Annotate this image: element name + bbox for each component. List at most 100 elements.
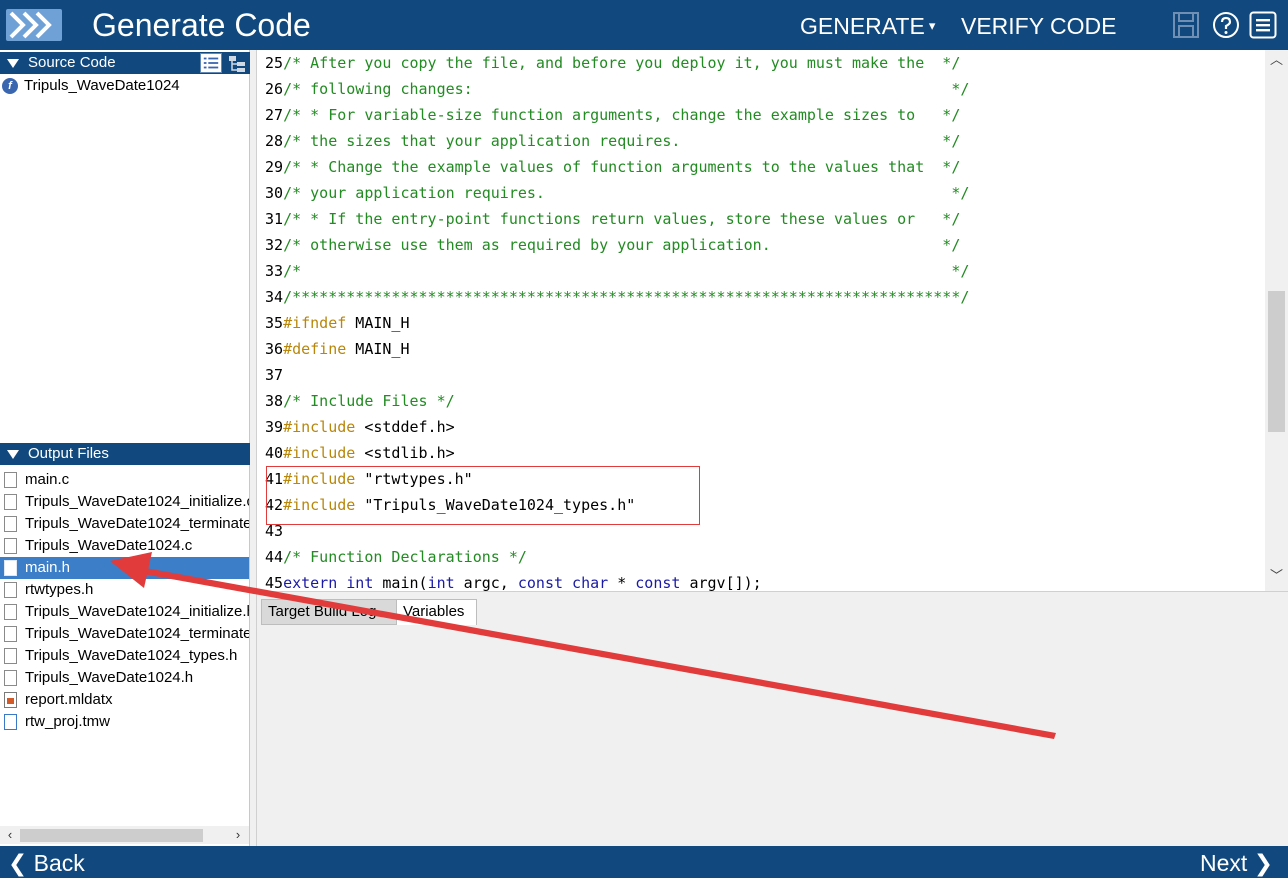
code-line: 27/* * For variable-size function argume… [265, 102, 960, 128]
code-line: 40#include <stdlib.h> [265, 440, 455, 466]
line-number: 45 [265, 574, 284, 591]
tab-variables[interactable]: Variables [396, 599, 477, 625]
line-number: 27 [265, 106, 284, 124]
line-number: 30 [265, 184, 284, 202]
file-item[interactable]: Tripuls_WaveDate1024.c [0, 535, 249, 557]
file-icon [4, 472, 17, 488]
code-line: 32/* otherwise use them as required by y… [265, 232, 960, 258]
file-icon [4, 494, 17, 510]
file-browser-panel: Source Code f Tripuls_WaveDate1024 Outpu… [0, 50, 250, 846]
line-number: 44 [265, 548, 284, 566]
generate-button[interactable]: GENERATE▾ [800, 12, 935, 40]
back-button[interactable]: ❮ Back [8, 849, 85, 877]
file-item-label: main.h [25, 559, 71, 576]
file-item[interactable]: Tripuls_WaveDate1024_initialize.h [0, 601, 249, 623]
back-label: Back [33, 850, 85, 876]
file-icon [4, 582, 17, 598]
help-icon[interactable] [1212, 11, 1240, 39]
file-icon [4, 516, 17, 532]
line-number: 40 [265, 444, 284, 462]
scroll-up-icon[interactable]: ︿ [1269, 52, 1283, 67]
code-line: 30/* your application requires. */ [265, 180, 969, 206]
collapse-triangle-icon [7, 59, 19, 68]
vertical-scrollbar[interactable]: ︿ ﹀ [1265, 50, 1288, 591]
file-item-label: main.c [25, 471, 70, 488]
file-icon [4, 538, 17, 554]
file-item[interactable]: main.c [0, 469, 249, 491]
code-token: #include [283, 444, 356, 462]
source-file-item[interactable]: f Tripuls_WaveDate1024 [0, 76, 249, 96]
code-token: extern int [283, 574, 374, 591]
file-item[interactable]: Tripuls_WaveDate1024_types.h [0, 645, 249, 667]
file-item[interactable]: main.h [0, 557, 249, 579]
next-button[interactable]: Next ❯ [1200, 849, 1273, 877]
code-line: 37 [265, 362, 283, 388]
code-token: <stddef.h> [355, 418, 455, 436]
horizontal-scrollbar[interactable]: ‹ › [0, 826, 249, 844]
vertical-scroll-thumb[interactable] [1268, 291, 1285, 432]
file-item-label: Tripuls_WaveDate1024_initialize.c [25, 493, 249, 510]
collapse-triangle-icon [7, 450, 19, 459]
code-line: 44/* Function Declarations */ [265, 544, 527, 570]
code-token: MAIN_H [346, 314, 410, 332]
code-token: /* Function Declarations */ [283, 548, 527, 566]
mldatx-icon [4, 692, 17, 708]
tmw-icon [4, 714, 17, 730]
code-line: 42#include "Tripuls_WaveDate1024_types.h… [265, 492, 635, 518]
line-number: 29 [265, 158, 284, 176]
code-token: "rtwtypes.h" [355, 470, 473, 488]
file-item-label: Tripuls_WaveDate1024_terminate.c [25, 515, 249, 532]
code-viewer[interactable]: 25/* After you copy the file, and before… [256, 50, 1288, 591]
code-token: * [608, 574, 636, 591]
next-label: Next [1200, 850, 1248, 876]
output-files-header[interactable]: Output Files [0, 443, 250, 465]
list-view-icon[interactable] [200, 53, 222, 73]
line-number: 36 [265, 340, 284, 358]
line-number: 42 [265, 496, 284, 514]
scroll-right-icon[interactable]: › [235, 827, 241, 842]
file-item-label: report.mldatx [25, 691, 113, 708]
tree-view-icon[interactable] [226, 53, 248, 73]
code-line: 29/* * Change the example values of func… [265, 154, 960, 180]
line-number: 32 [265, 236, 284, 254]
file-item[interactable]: rtwtypes.h [0, 579, 249, 601]
line-number: 35 [265, 314, 284, 332]
line-number: 41 [265, 470, 284, 488]
chevron-right-icon: ❯ [1253, 850, 1273, 876]
source-code-header-label: Source Code [28, 54, 116, 71]
verify-code-button[interactable]: VERIFY CODE [961, 13, 1117, 39]
tab-target-build-log[interactable]: Target Build Log [261, 599, 397, 625]
menu-icon[interactable] [1249, 11, 1277, 39]
file-icon [4, 648, 17, 664]
code-token: /* * If the entry-point functions return… [283, 210, 961, 228]
chevron-down-icon: ▾ [928, 18, 936, 33]
scroll-left-icon[interactable]: ‹ [7, 827, 13, 842]
code-token: /* * Change the example values of functi… [283, 158, 961, 176]
scroll-down-icon[interactable]: ﹀ [1269, 568, 1283, 583]
file-item[interactable]: Tripuls_WaveDate1024.h [0, 667, 249, 689]
code-token: argv[]); [680, 574, 762, 591]
code-token: /* following changes: */ [283, 80, 970, 98]
file-item[interactable]: rtw_proj.tmw [0, 711, 249, 733]
code-token: /* the sizes that your application requi… [283, 132, 961, 150]
file-item-label: Tripuls_WaveDate1024.c [25, 537, 193, 554]
source-file-label: Tripuls_WaveDate1024 [24, 77, 180, 94]
code-token: /* Include Files */ [283, 392, 455, 410]
file-item-label: Tripuls_WaveDate1024_types.h [25, 647, 238, 664]
file-item[interactable]: report.mldatx [0, 689, 249, 711]
code-token: /* After you copy the file, and before y… [283, 54, 961, 72]
logo-icon [6, 9, 62, 41]
file-item[interactable]: Tripuls_WaveDate1024_initialize.c [0, 491, 249, 513]
code-line: 31/* * If the entry-point functions retu… [265, 206, 960, 232]
source-code-header[interactable]: Source Code [0, 52, 250, 74]
code-token: argc, [454, 574, 518, 591]
line-number: 25 [265, 54, 284, 72]
file-item[interactable]: Tripuls_WaveDate1024_terminate.h [0, 623, 249, 645]
code-token: int [427, 574, 455, 591]
horizontal-scroll-thumb[interactable] [20, 829, 203, 842]
file-item[interactable]: Tripuls_WaveDate1024_terminate.c [0, 513, 249, 535]
save-icon[interactable] [1172, 11, 1200, 39]
code-token: /* otherwise use them as required by you… [283, 236, 961, 254]
code-line: 41#include "rtwtypes.h" [265, 466, 473, 492]
code-token: #ifndef [283, 314, 347, 332]
